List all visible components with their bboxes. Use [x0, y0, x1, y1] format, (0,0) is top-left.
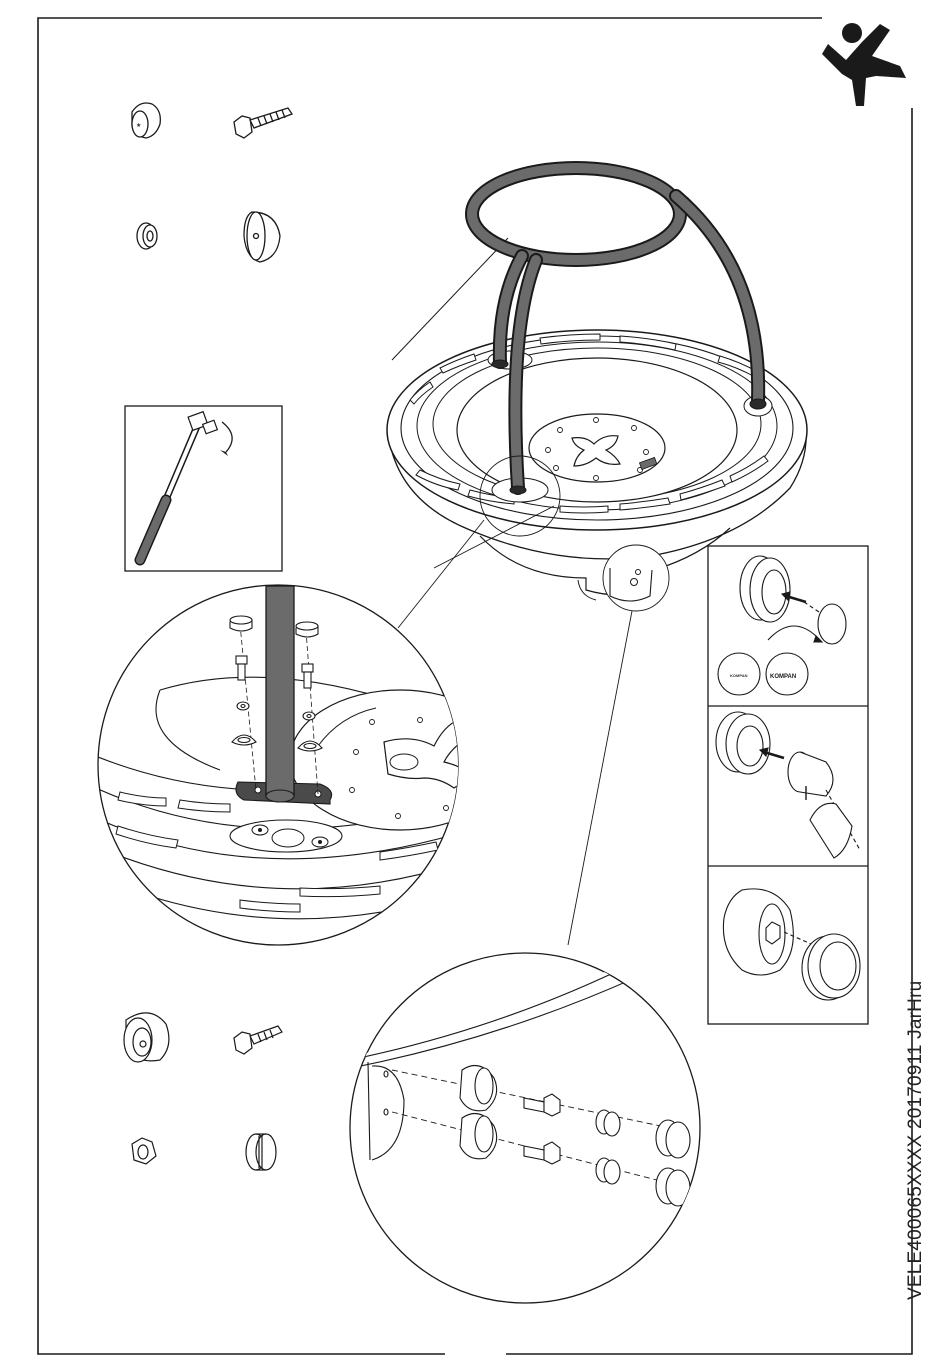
- detail-view-mounting: [60, 585, 510, 954]
- hex-bolt-icon: [234, 108, 292, 138]
- hex-nut-icon: [132, 1138, 156, 1164]
- kompan-badge-large: KOMPAN: [770, 674, 796, 680]
- cap-assembly-panels: KOMPAN KOMPAN: [708, 546, 868, 1024]
- dome-cap-icon: [124, 1013, 169, 1062]
- kompan-figure-icon: [822, 23, 906, 106]
- threaded-cap-icon: [246, 1134, 276, 1170]
- svg-text:★: ★: [136, 122, 141, 129]
- torque-wrench-panel: [125, 406, 282, 571]
- parts-bottom-group: [124, 1013, 282, 1170]
- washer-icon: [137, 223, 157, 249]
- document-code: VELE400065XXXX 20170911 JarHru: [905, 981, 927, 1300]
- kompan-badge-small: KOMPAN: [730, 673, 748, 678]
- parts-top-group: ★: [132, 103, 292, 262]
- hex-bolt-icon-2: [234, 1026, 282, 1054]
- dome-cover-icon: [244, 212, 280, 262]
- detail-view-caps: [340, 953, 700, 1303]
- cap-nut-icon: ★: [132, 103, 160, 138]
